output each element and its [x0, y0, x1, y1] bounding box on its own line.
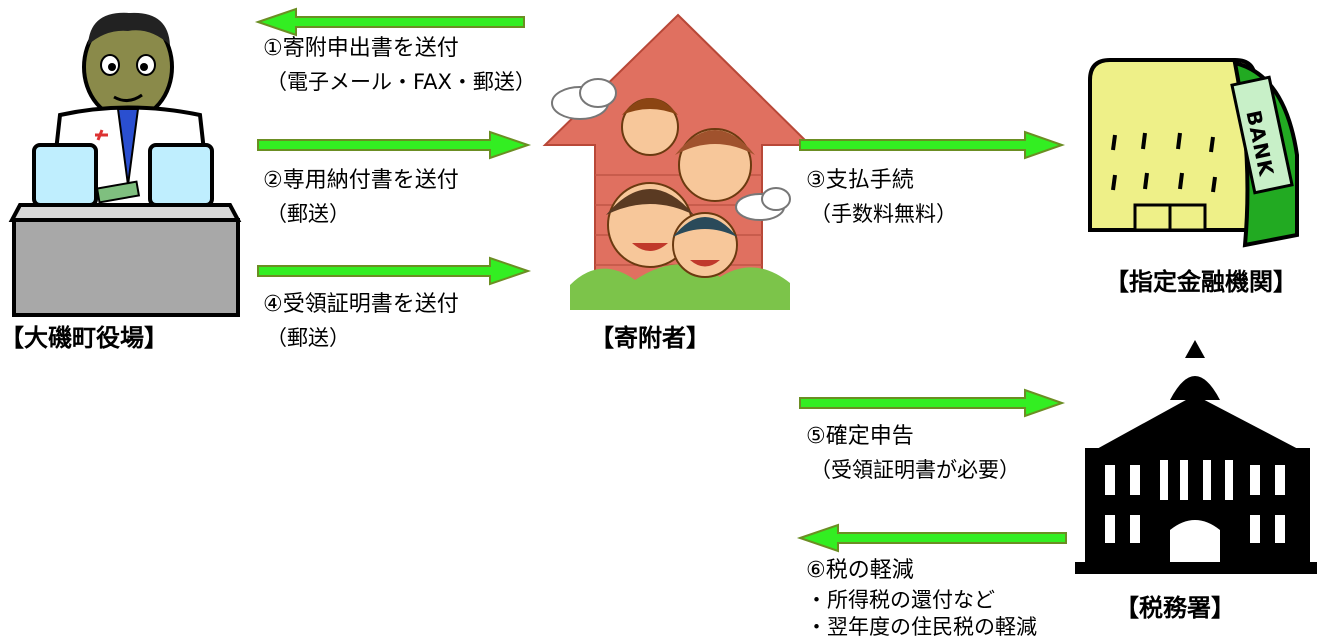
step-6-detail-1: ・所得税の還付など [806, 588, 995, 612]
arrow-6-left [796, 523, 1067, 553]
arrow-5-right [799, 388, 1066, 418]
arrow-2-right [257, 130, 532, 160]
arrow-1-left [254, 7, 525, 37]
step-3-title: ③支払手続 [806, 168, 914, 193]
actor-tax-office: 【税務署】 [1115, 594, 1235, 622]
step-6-detail-2: ・翌年度の住民税の軽減 [806, 615, 1037, 639]
step-1-title: ①寄附申出書を送付 [263, 36, 459, 61]
bank-illustration [1088, 58, 1299, 248]
step-2-detail: （郵送） [266, 202, 350, 226]
step-2-title: ②専用納付書を送付 [263, 168, 459, 193]
family-house-illustration [542, 13, 813, 310]
arrow-4-right [257, 256, 532, 286]
step-4-detail: （郵送） [266, 326, 350, 350]
step-3-detail: （手数料無料） [810, 202, 957, 226]
actor-donor: 【寄附者】 [590, 324, 710, 352]
clerk-illustration [8, 12, 242, 317]
actor-town-office: 【大磯町役場】 [0, 324, 168, 352]
arrow-3-right [799, 130, 1066, 160]
step-5-title: ⑤確定申告 [806, 424, 914, 449]
step-1-detail: （電子メール・FAX・郵送） [266, 70, 536, 94]
actor-bank: 【指定金融機関】 [1105, 268, 1297, 296]
step-5-detail: （受領証明書が必要） [810, 458, 1020, 482]
step-4-title: ④受領証明書を送付 [263, 292, 459, 317]
step-6-title: ⑥税の軽減 [806, 558, 914, 583]
tax-office-illustration [1075, 340, 1317, 574]
